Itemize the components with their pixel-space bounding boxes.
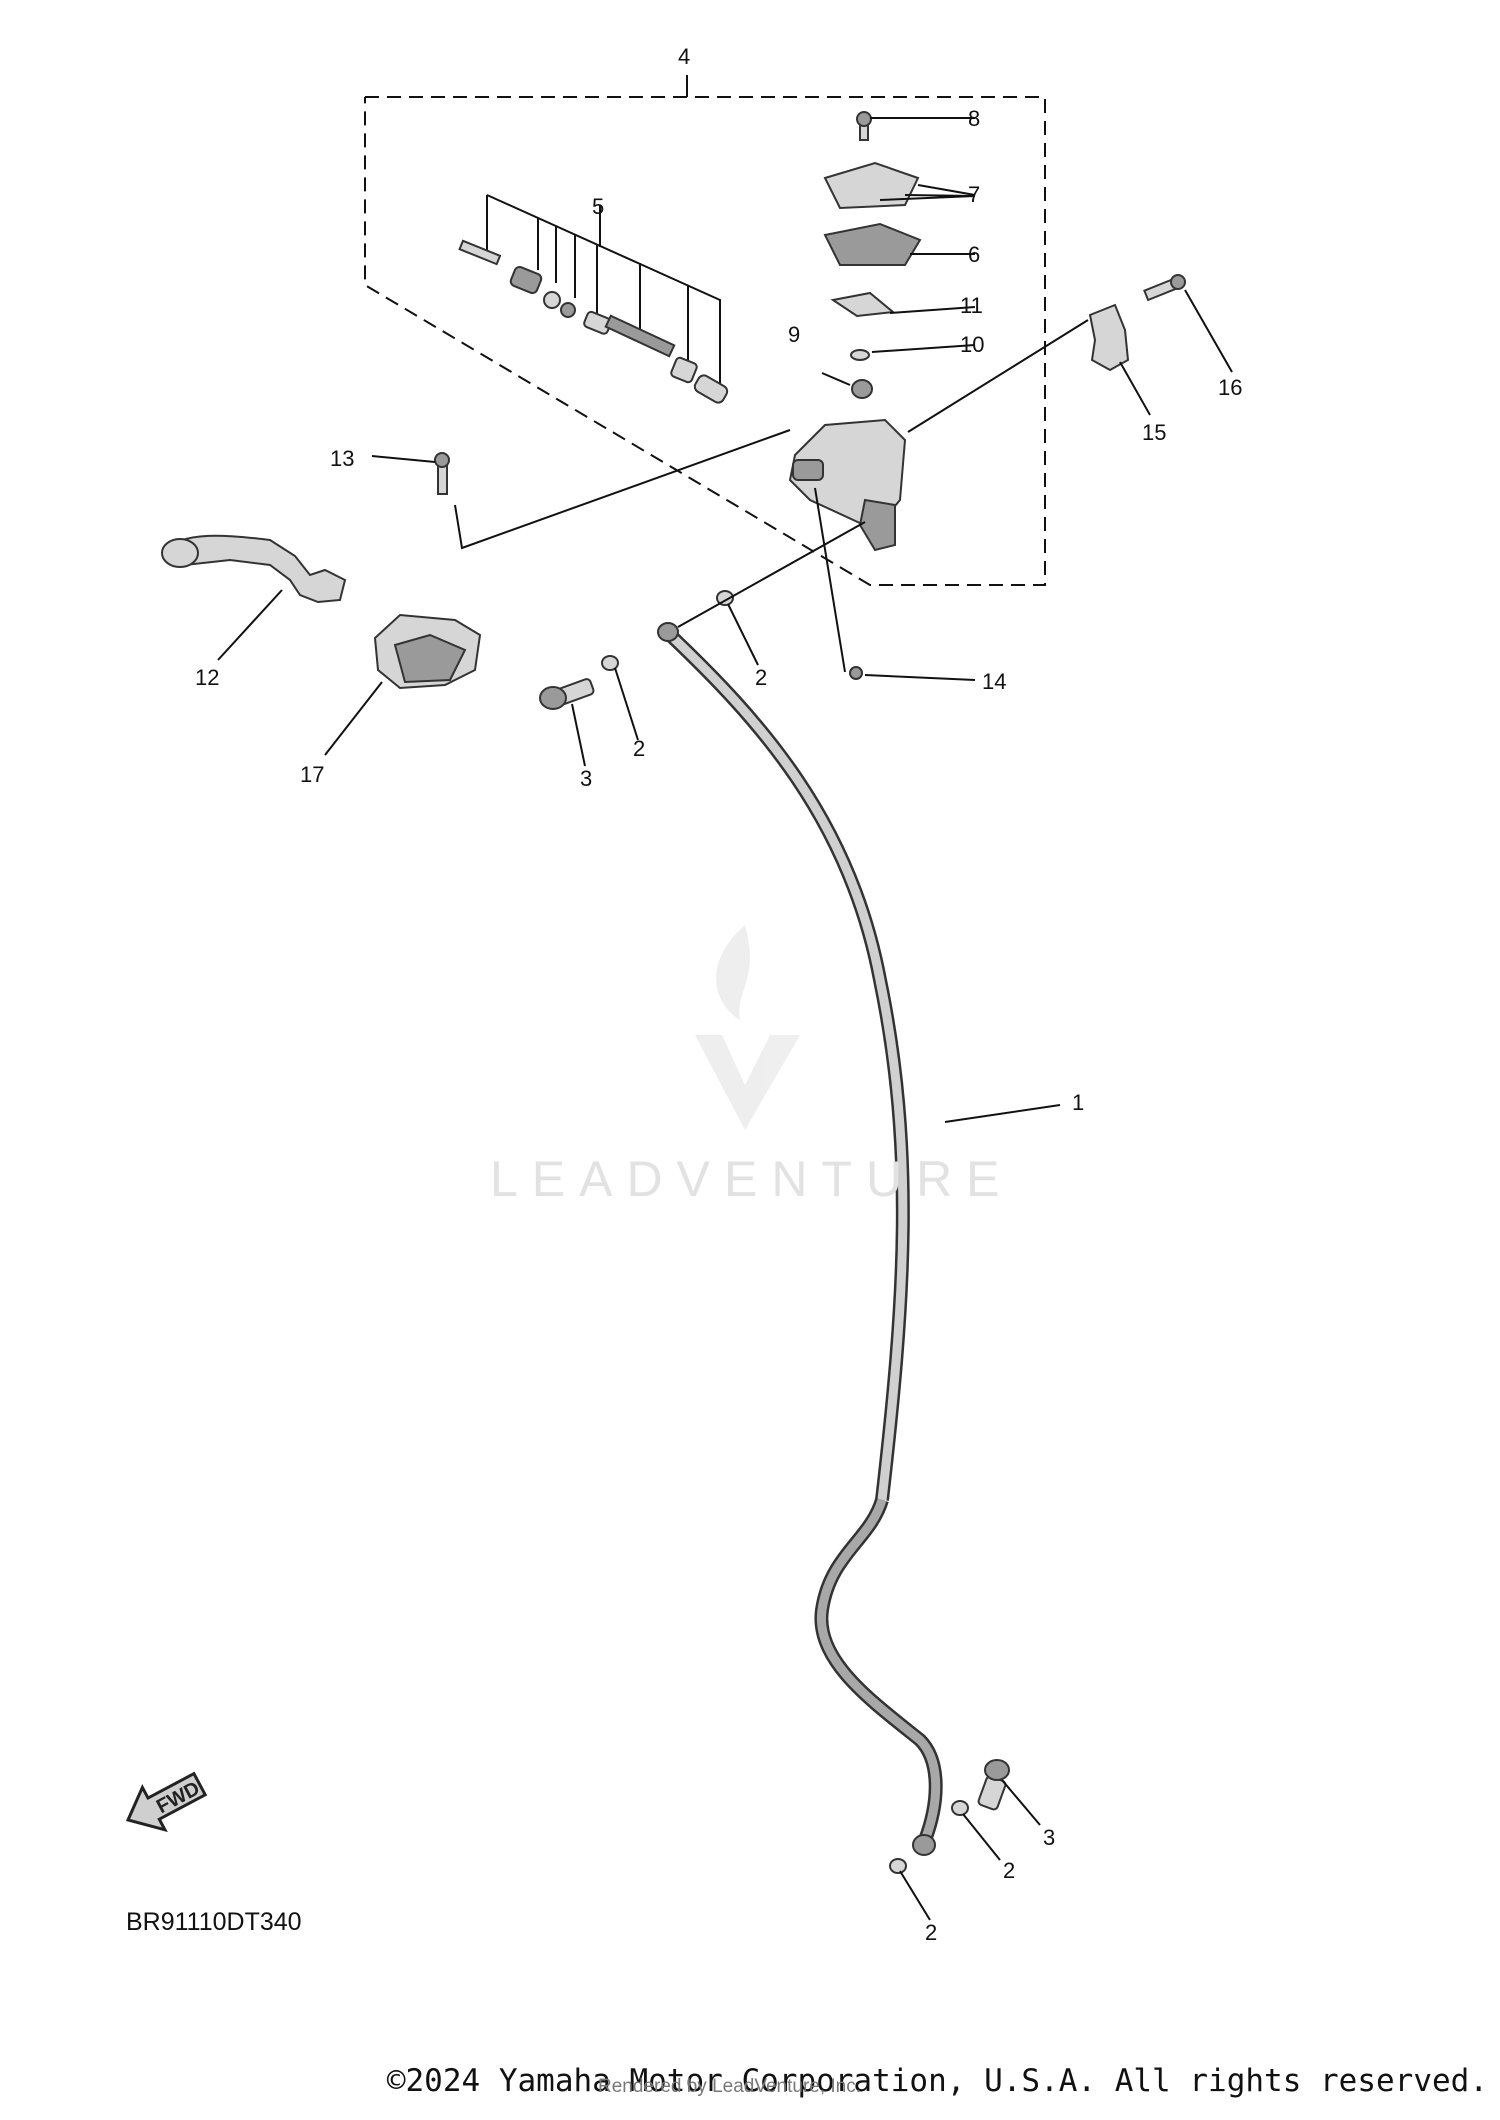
callout-2: 2 — [755, 665, 767, 690]
washer — [601, 655, 619, 671]
callout-16: 16 — [1218, 375, 1242, 400]
washer — [889, 1858, 907, 1874]
callout-3: 3 — [580, 766, 592, 791]
callout-15: 15 — [1142, 420, 1166, 445]
callout-17: 17 — [300, 762, 324, 787]
callout-numbers: 1 2 2 2 2 3 3 4 5 6 7 8 9 10 11 12 13 14… — [195, 44, 1242, 1945]
assembly-boundary — [364, 96, 1046, 586]
piston-kit — [458, 239, 729, 404]
callout-11: 11 — [960, 293, 983, 318]
watermark-brand: LEADVENTURE — [490, 1151, 1014, 1207]
callout-12: 12 — [195, 665, 219, 690]
brake-hose — [657, 622, 943, 1856]
callout-2: 2 — [633, 736, 645, 761]
clamp — [1088, 274, 1186, 372]
callout-2: 2 — [1003, 1858, 1015, 1883]
callout-3: 3 — [1043, 1825, 1055, 1850]
callout-10: 10 — [960, 332, 984, 357]
lever-holder — [373, 613, 482, 690]
fwd-arrow-icon: FWD — [125, 1771, 208, 1833]
callout-5: 5 — [592, 194, 604, 219]
reservoir-parts — [823, 111, 922, 399]
callout-7: 7 — [968, 182, 980, 207]
callout-4: 4 — [678, 44, 690, 69]
washer — [951, 1800, 969, 1816]
leader-lines — [217, 117, 1233, 1921]
callout-2: 2 — [925, 1920, 937, 1945]
brake-lever — [161, 534, 347, 604]
master-cylinder-body — [788, 418, 907, 552]
callout-6: 6 — [968, 242, 980, 267]
callout-14: 14 — [982, 669, 1006, 694]
rendered-by: Rendered by LeadVenture, Inc. — [598, 2076, 862, 2097]
drawing-code: BR91110DT340 — [126, 1908, 302, 1936]
union-bolt-lower — [977, 1759, 1010, 1811]
callout-8: 8 — [968, 106, 980, 131]
callout-1: 1 — [1072, 1090, 1084, 1115]
washer — [716, 590, 734, 606]
kit-bracket — [486, 194, 721, 395]
copyright-notice: ©2024 Yamaha Motor Corporation, U.S.A. A… — [386, 2063, 1488, 2099]
callout-9: 9 — [788, 322, 800, 347]
callout-13: 13 — [330, 446, 354, 471]
union-bolt-upper — [539, 678, 595, 710]
watermark-logo-icon — [695, 925, 800, 1130]
